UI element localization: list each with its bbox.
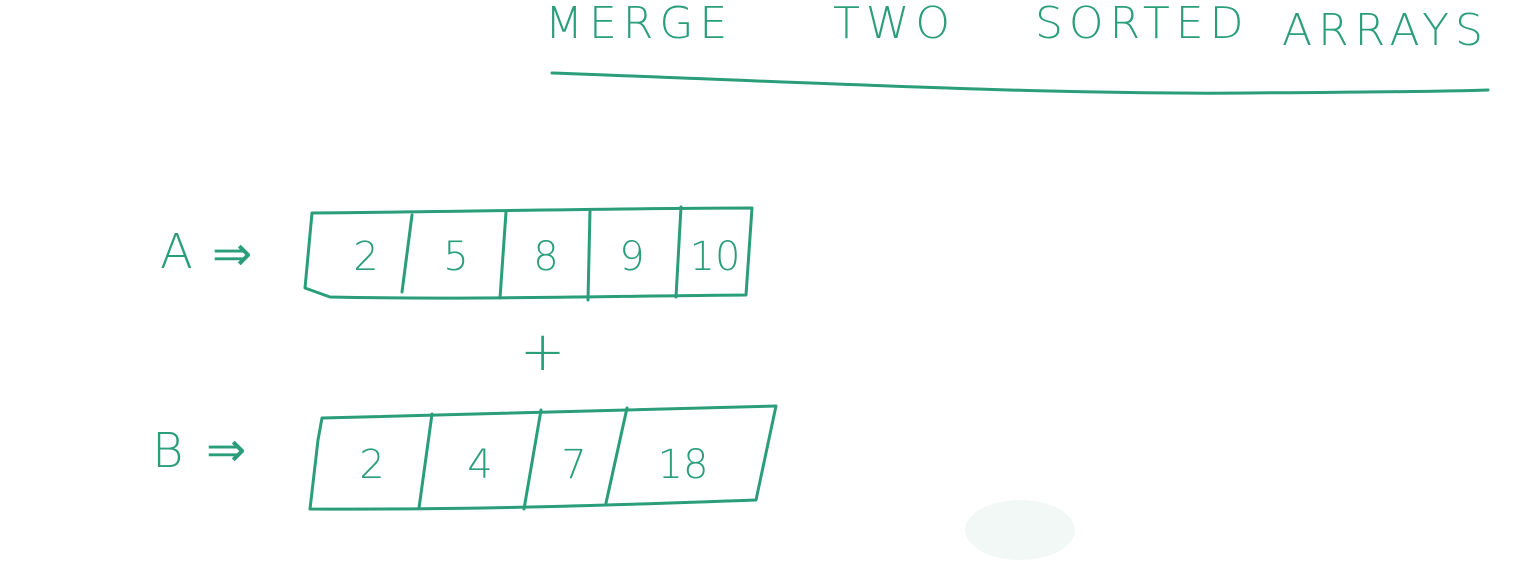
array-a: A ⇒ 2 5 8 9 10 bbox=[160, 205, 754, 302]
array-a-cell-value: 10 bbox=[690, 234, 741, 280]
title-underline bbox=[550, 71, 1490, 95]
array-a-divider bbox=[674, 205, 683, 299]
array-b-cell-value: 4 bbox=[467, 442, 492, 488]
title-word-two: TWO bbox=[833, 0, 956, 49]
array-a-cell-value: 9 bbox=[619, 234, 644, 280]
array-b-box bbox=[308, 404, 778, 511]
array-b-cell-value: 18 bbox=[658, 442, 709, 488]
array-b: B ⇒ 2 4 7 18 bbox=[152, 404, 778, 511]
board-smudge bbox=[965, 500, 1075, 560]
array-a-cell-value: 5 bbox=[443, 234, 468, 280]
array-b-cell-value: 2 bbox=[359, 442, 384, 488]
title-word-merge: MERGE bbox=[545, 0, 733, 49]
array-a-divider bbox=[586, 208, 592, 302]
array-a-box bbox=[303, 206, 754, 300]
array-b-divider bbox=[522, 408, 543, 511]
array-a-arrow: ⇒ bbox=[212, 226, 252, 282]
array-a-cell-value: 2 bbox=[353, 234, 378, 280]
array-b-arrow: ⇒ bbox=[206, 422, 246, 478]
title-word-sorted: SORTED bbox=[1035, 0, 1250, 49]
array-a-cell-value: 8 bbox=[533, 234, 558, 280]
array-b-divider bbox=[417, 412, 434, 510]
array-a-label: A bbox=[160, 224, 193, 280]
array-b-divider bbox=[604, 406, 629, 505]
array-b-label: B bbox=[152, 423, 183, 479]
title-word-arrays: ARRAYS bbox=[1282, 5, 1489, 56]
array-b-cell-value: 7 bbox=[561, 442, 586, 488]
array-a-divider bbox=[498, 210, 508, 300]
array-a-divider bbox=[400, 213, 414, 294]
title: MERGE TWO SORTED ARRAYS bbox=[545, 0, 1489, 56]
plus-operator: + bbox=[520, 320, 565, 383]
